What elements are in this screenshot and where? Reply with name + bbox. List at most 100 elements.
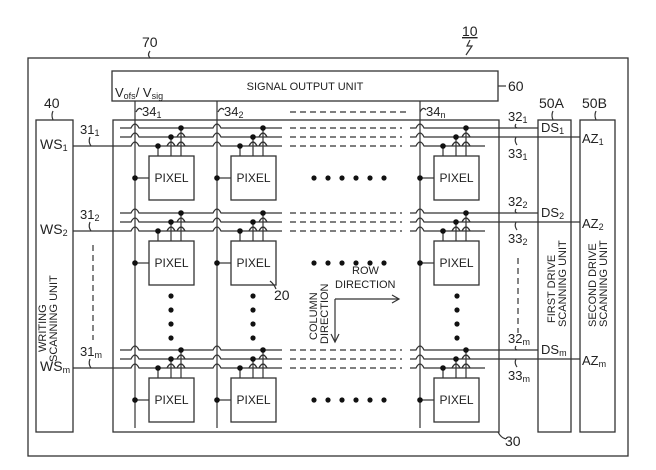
pixel-array — [112, 119, 500, 433]
ellipsis-dot — [168, 293, 174, 299]
ref-60: 60 — [508, 78, 524, 94]
ellipsis-dot — [353, 397, 359, 403]
signal-output-unit-label: SIGNAL OUTPUT UNIT — [247, 81, 364, 93]
ws-line-3 — [73, 363, 485, 369]
ws-label-1: WS1 — [40, 136, 68, 153]
svg-text:PIXEL: PIXEL — [154, 171, 188, 185]
scan-line-label-2: 312 — [80, 207, 99, 223]
signal-output-unit — [111, 70, 499, 102]
ellipsis-dot — [381, 397, 387, 403]
svg-text:PIXEL: PIXEL — [236, 393, 270, 407]
ellipsis-dot — [353, 175, 359, 181]
ws-line-1 — [73, 141, 485, 147]
vofs-vsig-label: Vofs/ Vsig — [115, 85, 163, 101]
ds-line-label-2: 322 — [508, 194, 527, 210]
svg-text:PIXEL: PIXEL — [439, 256, 473, 270]
pixel: PIXEL — [132, 125, 195, 201]
ws-label-2: WS2 — [40, 221, 68, 238]
leader-40 — [51, 110, 54, 121]
ellipsis-dot — [168, 307, 174, 313]
writing-scanning-unit-label: WRITING SCANNING UNIT — [37, 275, 60, 362]
scan-line-label-1: 311 — [80, 122, 99, 138]
az-line-3 — [120, 354, 580, 360]
svg-text:PIXEL: PIXEL — [236, 256, 270, 270]
leader-50B — [594, 110, 597, 121]
az-line-2 — [120, 217, 580, 223]
az-label-3: AZm — [582, 353, 606, 369]
ellipsis-dot — [250, 335, 256, 341]
svg-text:SCANNING UNIT: SCANNING UNIT — [598, 240, 610, 327]
svg-text:341: 341 — [142, 104, 161, 120]
svg-text:PIXEL: PIXEL — [154, 393, 188, 407]
svg-text:PIXEL: PIXEL — [439, 171, 473, 185]
az-label-2: AZ2 — [582, 216, 604, 232]
pixel: PIXEL — [132, 210, 195, 286]
ref-50B: 50B — [582, 95, 607, 111]
ds-label-2: DS2 — [541, 205, 564, 221]
svg-text:34n: 34n — [426, 104, 445, 120]
ellipsis-dot — [339, 260, 345, 266]
ref-20: 20 — [274, 287, 290, 303]
ws-line-2 — [73, 226, 485, 232]
ellipsis-dot — [168, 335, 174, 341]
pixel: PIXEL — [214, 210, 277, 286]
ds-line-label-3: 32m — [508, 331, 530, 347]
pixel-row-1: PIXEL PIXEL PIXEL — [73, 123, 580, 201]
pixel: PIXEL — [214, 347, 277, 423]
direction-indicator: ROW DIRECTION COLUMN DIRECTION — [308, 265, 401, 344]
signal-line-label-1: 341 — [135, 104, 161, 120]
svg-text:FIRST DRIVE: FIRST DRIVE — [546, 255, 558, 323]
ref-50A: 50A — [539, 95, 565, 111]
row-direction-label-2: DIRECTION — [335, 279, 396, 291]
ellipsis-dot — [454, 293, 460, 299]
svg-text:PIXEL: PIXEL — [154, 256, 188, 270]
ellipsis-dot — [168, 321, 174, 327]
ellipsis-dot — [339, 397, 345, 403]
pixel: PIXEL — [417, 125, 480, 201]
az-line-label-1: 331 — [508, 146, 527, 162]
svg-text:SCANNING UNIT: SCANNING UNIT — [48, 275, 60, 362]
ellipsis-dot — [381, 260, 387, 266]
row-direction-label-1: ROW — [352, 265, 380, 277]
svg-text:PIXEL: PIXEL — [236, 171, 270, 185]
ellipsis-dot — [454, 321, 460, 327]
ellipsis-dot — [353, 260, 359, 266]
svg-text:SCANNING UNIT: SCANNING UNIT — [557, 240, 569, 327]
ellipsis-dot — [454, 335, 460, 341]
ellipsis-dot — [454, 307, 460, 313]
ellipsis-dot — [311, 397, 317, 403]
signal-line-label-2: 342 — [217, 104, 243, 120]
ellipsis-dot — [325, 175, 331, 181]
ws-label-3: WSm — [40, 358, 70, 375]
scan-line-label-3: 31m — [80, 344, 102, 360]
ellipsis-dot — [311, 260, 317, 266]
ellipsis-dot — [250, 293, 256, 299]
ds-line-1 — [120, 123, 538, 129]
ref-70: 70 — [142, 34, 158, 50]
leader-10 — [465, 39, 474, 56]
pixel: PIXEL — [417, 210, 480, 286]
ds-line-2 — [120, 208, 538, 214]
ellipsis-dot — [311, 175, 317, 181]
pixel: PIXEL — [214, 125, 277, 201]
ellipsis-dot — [325, 260, 331, 266]
ref-30: 30 — [505, 433, 521, 449]
ellipsis-dot — [367, 397, 373, 403]
leader-50A — [551, 110, 554, 121]
ds-line-label-1: 321 — [508, 109, 527, 125]
az-line-label-3: 33m — [508, 368, 530, 384]
az-line-label-2: 332 — [508, 231, 527, 247]
leader-70 — [147, 50, 151, 59]
second-drive-scanning-unit-label: SECOND DRIVE SCANNING UNIT — [587, 240, 610, 327]
ds-line-3 — [120, 345, 538, 351]
writing-scanning-unit — [35, 119, 74, 433]
pixel: PIXEL — [132, 347, 195, 423]
ellipsis-dot — [367, 260, 373, 266]
ellipsis-dot — [250, 307, 256, 313]
ellipsis-dot — [325, 397, 331, 403]
svg-text:342: 342 — [224, 104, 243, 120]
first-drive-scanning-unit-label: FIRST DRIVE SCANNING UNIT — [546, 240, 569, 327]
